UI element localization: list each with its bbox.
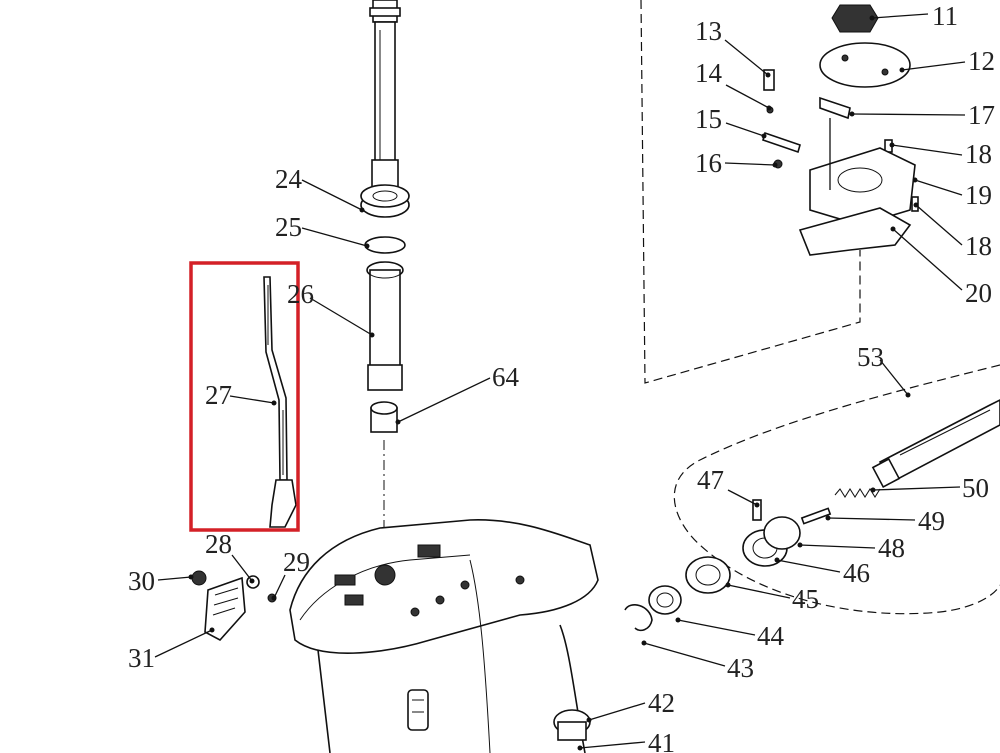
bearing-44 — [648, 585, 682, 615]
label-18-lower: 18 — [965, 231, 992, 261]
circlip-43 — [624, 604, 653, 632]
label-47: 47 — [697, 465, 724, 495]
label-12: 12 — [968, 46, 995, 76]
label-11: 11 — [932, 1, 958, 31]
bolt-47 — [752, 499, 762, 521]
label-50: 50 — [962, 473, 989, 503]
bolt-13 — [763, 69, 775, 91]
drive-shaft — [369, 0, 401, 191]
propeller-shaft-50 — [871, 399, 1000, 489]
label-44: 44 — [757, 621, 785, 651]
cover-31 — [204, 576, 246, 642]
label-64: 64 — [492, 362, 520, 392]
propeller-shaft-group-boundary — [673, 364, 1000, 615]
leader-lines — [154, 13, 966, 751]
label-16: 16 — [695, 148, 722, 178]
circlip-25 — [364, 236, 406, 254]
lower-casing — [289, 519, 599, 753]
label-46: 46 — [843, 558, 870, 588]
label-19: 19 — [965, 180, 992, 210]
label-13: 13 — [695, 16, 722, 46]
housing-19 — [809, 147, 916, 226]
label-20: 20 — [965, 278, 992, 308]
label-15: 15 — [695, 104, 722, 134]
seal-17 — [819, 96, 851, 120]
part-27-highlight-box — [189, 261, 300, 532]
spring-49 — [834, 488, 881, 498]
lever-15 — [762, 131, 801, 154]
bolt-30 — [191, 570, 207, 586]
label-43: 43 — [727, 653, 754, 683]
label-29: 29 — [283, 547, 310, 577]
label-28: 28 — [205, 529, 232, 559]
plate-12 — [819, 42, 911, 88]
gasket-20 — [798, 207, 912, 256]
label-17: 17 — [968, 100, 995, 130]
impeller-11 — [831, 4, 879, 33]
label-41: 41 — [648, 728, 675, 753]
label-27: 27 — [205, 380, 232, 410]
shift-rod-27 — [263, 276, 297, 528]
gear-42 — [553, 709, 591, 741]
label-49: 49 — [918, 506, 945, 536]
label-25: 25 — [275, 212, 302, 242]
label-45: 45 — [792, 584, 819, 614]
label-48: 48 — [878, 533, 905, 563]
sleeve-26 — [366, 261, 404, 391]
ring-48 — [763, 516, 801, 550]
label-18-upper: 18 — [965, 139, 992, 169]
label-14: 14 — [695, 58, 723, 88]
callout-labels: 11 12 13 14 15 16 17 18 19 18 20 24 25 2… — [128, 1, 995, 753]
water-pump-group-boundary — [640, 0, 861, 384]
gear-45 — [685, 556, 731, 594]
label-53: 53 — [857, 342, 884, 372]
pin-48 — [800, 507, 832, 525]
bushing-64 — [370, 401, 398, 433]
label-30: 30 — [128, 566, 155, 596]
label-42: 42 — [648, 688, 675, 718]
label-31: 31 — [128, 643, 155, 673]
label-26: 26 — [287, 279, 314, 309]
oil-seal-24 — [360, 184, 410, 218]
label-24: 24 — [275, 164, 303, 194]
